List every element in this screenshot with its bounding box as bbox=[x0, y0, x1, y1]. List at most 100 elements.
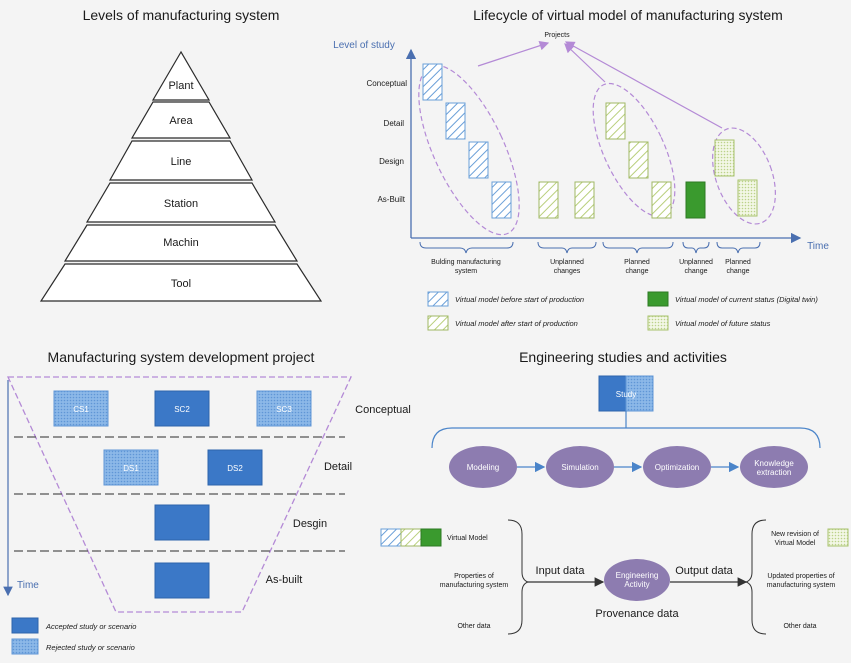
input-brace bbox=[507, 519, 530, 635]
activity-simulation-label: Simulation bbox=[561, 463, 598, 472]
dev-time-label: Time bbox=[17, 580, 39, 591]
study-box-rejected bbox=[625, 375, 654, 412]
activity-modeling-label: Modeling bbox=[467, 463, 499, 472]
engineering-activity-node bbox=[604, 559, 670, 601]
pyramid bbox=[39, 50, 323, 302]
vm-box-conceptual bbox=[422, 63, 443, 101]
pyramid-level-area bbox=[130, 101, 232, 139]
phase-bracket-building bbox=[419, 241, 514, 254]
legend-label-future: Virtual model of future status bbox=[675, 319, 771, 328]
lifecycle-panel: Lifecycle of virtual model of manufactur… bbox=[333, 7, 829, 331]
vm-box-design bbox=[468, 141, 489, 179]
dev-funnel bbox=[6, 376, 353, 613]
activity-optimization-label: Optimization bbox=[655, 463, 699, 472]
dev-box-cs1-label: CS1 bbox=[73, 405, 89, 414]
level-label-plant: Plant bbox=[168, 80, 193, 92]
dev-level-desgin: Desgin bbox=[293, 518, 327, 530]
study-brace bbox=[431, 427, 821, 449]
provenance-data-label: Provenance data bbox=[595, 608, 679, 620]
dev-level-detail: Detail bbox=[324, 461, 352, 473]
dev-box-ds2-label: DS2 bbox=[227, 464, 243, 473]
activity-modeling bbox=[449, 446, 517, 488]
vm-box-planned-design bbox=[628, 141, 649, 179]
phase-bracket-planned-1 bbox=[602, 241, 674, 254]
dev-legend-accepted-swatch bbox=[11, 617, 39, 634]
lifecycle-level-design: Design bbox=[379, 157, 404, 166]
level-label-area: Area bbox=[169, 115, 193, 127]
vm-box-unplanned-2 bbox=[574, 181, 595, 219]
legend-swatch-after bbox=[427, 315, 449, 331]
dev-box-sc2 bbox=[154, 390, 210, 427]
lifecycle-level-conceptual: Conceptual bbox=[367, 79, 408, 88]
legend-label-twin: Virtual model of current status (Digital… bbox=[675, 295, 818, 304]
phase-bracket-unplanned-2 bbox=[682, 241, 710, 254]
lifecycle-x-axis-label: Time bbox=[807, 241, 829, 252]
dev-legend-accepted-label: Accepted study or scenario bbox=[45, 622, 136, 631]
input-vm-swatch-after bbox=[400, 528, 422, 547]
input-vm-swatch-twin bbox=[420, 528, 442, 547]
project-ellipse-planned-2 bbox=[712, 127, 776, 225]
output-data-label: Output data bbox=[675, 565, 733, 577]
output-other-data-label: Other data bbox=[783, 623, 816, 630]
dev-box-ds2 bbox=[207, 449, 263, 486]
lifecycle-level-as-built: As-Built bbox=[377, 195, 405, 204]
legend-swatch-twin bbox=[647, 291, 669, 307]
lifecycle-y-axis-label: Level of study bbox=[333, 40, 395, 51]
dev-level-conceptual: Conceptual bbox=[355, 404, 411, 416]
level-label-line: Line bbox=[171, 156, 192, 168]
levels-panel: Levels of manufacturing system Plant Are… bbox=[39, 7, 323, 302]
levels-title: Levels of manufacturing system bbox=[83, 7, 280, 23]
dev-level-as-built: As-built bbox=[266, 574, 303, 586]
dev-box-as-built bbox=[154, 562, 210, 599]
activity-simulation bbox=[546, 446, 614, 488]
dev-box-cs1 bbox=[53, 390, 109, 427]
phase-brackets bbox=[419, 241, 761, 254]
vm-box-detail bbox=[445, 102, 466, 140]
dev-box-sc2-label: SC2 bbox=[174, 405, 190, 414]
lifecycle-legend: Virtual model before start of production… bbox=[427, 291, 818, 331]
lifecycle-title: Lifecycle of virtual model of manufactur… bbox=[473, 7, 783, 23]
projects-label: Projects bbox=[544, 32, 570, 39]
projects-arrow-2 bbox=[564, 43, 606, 83]
pyramid-level-line bbox=[108, 140, 254, 181]
level-label-tool: Tool bbox=[171, 278, 191, 290]
vm-box-future-as-built bbox=[737, 179, 758, 217]
input-virtual-model-label: Virtual Model bbox=[447, 535, 488, 542]
input-data-label: Input data bbox=[536, 565, 586, 577]
lifecycle-level-detail: Detail bbox=[384, 119, 405, 128]
level-label-machin: Machin bbox=[163, 237, 198, 249]
pyramid-level-station bbox=[85, 182, 277, 223]
dev-legend-rejected-swatch bbox=[11, 638, 39, 655]
pyramid-level-plant bbox=[151, 50, 211, 101]
output-brace bbox=[744, 519, 767, 635]
input-other-data-label: Other data bbox=[457, 623, 490, 630]
dev-box-design bbox=[154, 504, 210, 541]
pyramid-level-machin bbox=[63, 224, 299, 262]
activity-knowledge-extraction bbox=[740, 446, 808, 488]
projects-arrow-1 bbox=[477, 41, 550, 67]
engineering-panel: Engineering studies and activities Study… bbox=[380, 349, 849, 635]
level-label-station: Station bbox=[164, 198, 198, 210]
dev-box-sc3-label: SC3 bbox=[276, 405, 292, 414]
projects-arrow-3 bbox=[564, 41, 723, 129]
legend-label-after: Virtual model after start of production bbox=[455, 319, 578, 328]
pyramid-level-tool bbox=[39, 263, 323, 302]
vm-box-planned-detail bbox=[605, 102, 626, 140]
legend-swatch-before bbox=[427, 291, 449, 307]
legend-label-before: Virtual model before start of production bbox=[455, 295, 584, 304]
study-label: Study bbox=[616, 390, 636, 399]
activity-optimization bbox=[643, 446, 711, 488]
dev-box-sc3 bbox=[256, 390, 312, 427]
vm-box-digital-twin bbox=[685, 181, 706, 219]
dev-legend-rejected-label: Rejected study or scenario bbox=[46, 643, 135, 652]
engineering-title: Engineering studies and activities bbox=[519, 349, 727, 365]
vm-box-future-design bbox=[714, 139, 735, 177]
